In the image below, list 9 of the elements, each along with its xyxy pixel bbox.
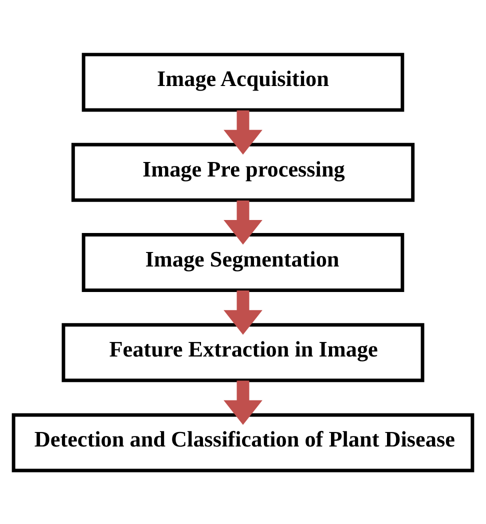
node-box: Image Pre processing bbox=[71, 142, 415, 202]
arrow bbox=[224, 110, 262, 154]
node-box: Feature Extraction in Image bbox=[62, 322, 424, 382]
arrow bbox=[224, 380, 262, 424]
node-box: Image Segmentation bbox=[82, 232, 404, 292]
node-box: Detection and Classification of Plant Disease bbox=[12, 412, 474, 472]
arrow bbox=[224, 200, 262, 244]
arrow bbox=[224, 290, 262, 334]
node-box: Image Acquisition bbox=[82, 52, 404, 112]
